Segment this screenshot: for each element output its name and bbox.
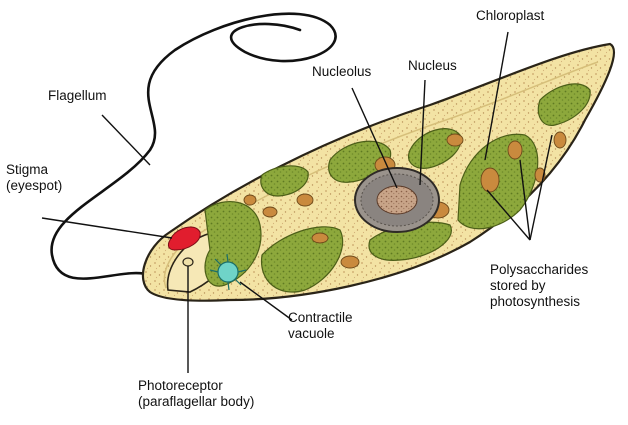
label-photoreceptor: Photoreceptor (paraflagellar body) [138,378,254,410]
photoreceptor [183,258,193,266]
nucleus [355,168,439,232]
label-polysaccharides: Polysaccharides stored by photosynthesis [490,262,588,310]
label-nucleus: Nucleus [408,58,457,74]
label-flagellum: Flagellum [48,88,107,104]
label-contractile-vacuole: Contractile vacuole [288,310,353,342]
label-chloroplast: Chloroplast [476,8,544,24]
label-nucleolus: Nucleolus [312,64,371,80]
label-stigma: Stigma (eyespot) [6,162,62,194]
nucleolus [377,186,417,214]
